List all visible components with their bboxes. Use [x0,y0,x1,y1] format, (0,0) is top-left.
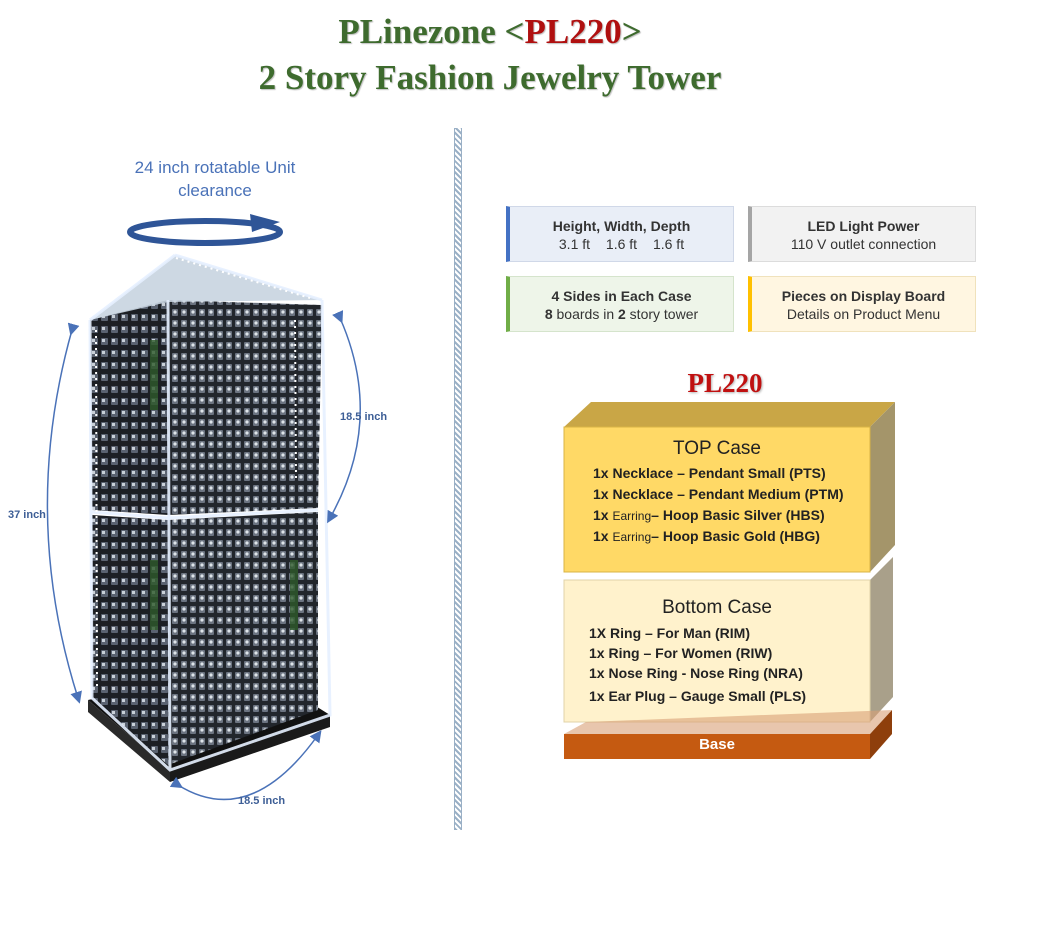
top-case-item: 1x Earring– Hoop Basic Silver (HBS) [593,507,825,523]
vertical-divider [454,128,462,830]
tower-photo [46,214,361,801]
sides-card: 4 Sides in Each Case 8 boards in 2 story… [506,276,734,332]
bottom-case-title: Bottom Case [662,597,772,618]
rotation-arrow-icon [127,214,283,246]
top-case-side-face [870,402,895,572]
top-case-item: 1x Necklace – Pendant Medium (PTM) [593,486,844,502]
base-label: Base [699,736,735,753]
model-open: < [504,12,525,51]
rotation-label: 24 inch rotatable Unit clearance [134,158,296,200]
dimensions-card: Height, Width, Depth 3.1 ft 1.6 ft 1.6 f… [506,206,734,262]
tower-model-title: PL220 [687,368,763,398]
top-case-item: 1x Earring– Hoop Basic Gold (HBG) [593,528,820,544]
top-case-item: 1x Necklace – Pendant Small (PTS) [593,465,826,481]
top-case-title: TOP Case [672,438,761,459]
bottom-case-item: 1x Ring – For Women (RIW) [589,645,773,661]
model-close: > [621,12,642,51]
width-dimension-label: 18.5 inch [238,795,286,807]
model-name: PL220 [524,12,622,51]
led-power-card: LED Light Power 110 V outlet connection [748,206,976,262]
page-subtitle: 2 Story Fashion Jewelry Tower [258,58,722,97]
depth-dimension-label: 18.5 inch [340,411,388,423]
top-case-top-face [564,402,895,427]
bottom-case-item: 1X Ring – For Man (RIM) [589,625,751,641]
base-side-face [870,710,892,759]
page-title: PLinezone <PL220> [0,12,980,52]
brand-name: PLinezone [338,12,496,51]
height-dimension-label: 37 inch [8,509,46,521]
base-top-face [564,710,892,734]
pieces-card: Pieces on Display Board Details on Produ… [748,276,976,332]
bottom-case-side-face [870,557,893,722]
bottom-case-item: 1x Ear Plug – Gauge Small (PLS) [589,688,807,704]
bottom-case-item: 1x Nose Ring - Nose Ring (NRA) [589,665,803,681]
